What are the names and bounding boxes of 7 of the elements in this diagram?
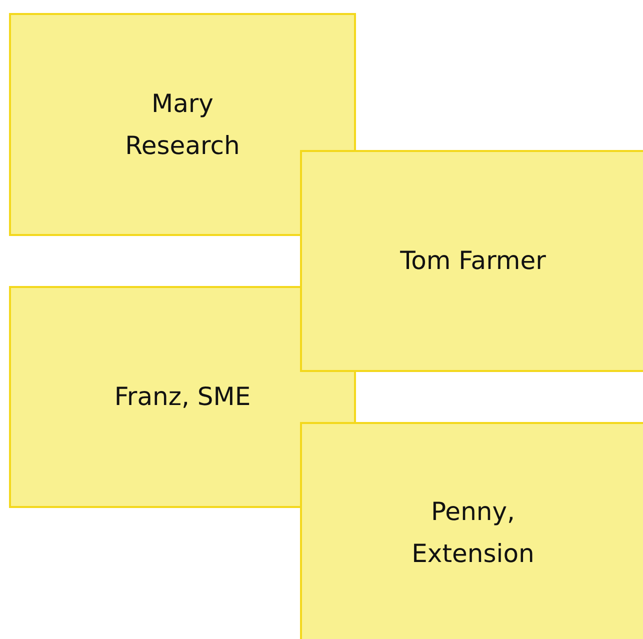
note-text: Mary Research	[124, 88, 241, 162]
sticky-note	[300, 150, 643, 372]
note-text: Penny, Extension	[410, 496, 536, 570]
sticky-note	[300, 422, 643, 639]
sticky-note	[9, 13, 356, 236]
note-text: Tom Farmer	[399, 245, 547, 277]
note-text: Franz, SME	[113, 381, 252, 413]
